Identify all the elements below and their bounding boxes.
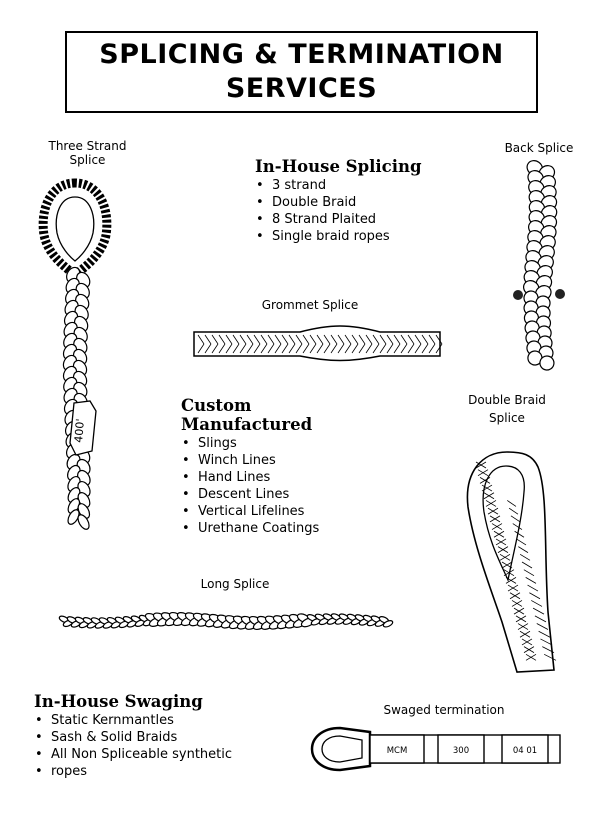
list-item: All Non Spliceable synthetic [33, 746, 273, 763]
back-splice-illustration [513, 160, 565, 371]
three-strand-tag-label: 400' [72, 418, 87, 443]
double-braid-caption-line-2: Splice [489, 411, 525, 425]
strand-end-icon [555, 289, 565, 299]
three-strand-body [62, 266, 91, 530]
list-item: Hand Lines [180, 469, 319, 486]
swage-label-1: MCM [387, 746, 408, 756]
custom-manufactured-heading: Custom Manufactured [181, 396, 312, 434]
list-item: Double Braid [254, 194, 390, 211]
list-item: Slings [180, 435, 319, 452]
custom-manufactured-list: Slings Winch Lines Hand Lines Descent Li… [180, 435, 319, 537]
custom-manufactured-heading-line-2: Manufactured [181, 415, 313, 434]
long-splice-body [58, 611, 394, 631]
long-splice-illustration [58, 611, 394, 631]
inhouse-splicing-heading: In-House Splicing [255, 157, 422, 176]
double-braid-splice-illustration [466, 451, 557, 673]
list-item: Descent Lines [180, 486, 319, 503]
back-splice-caption: Back Splice [504, 141, 574, 155]
three-strand-caption: Three Strand Splice [40, 139, 135, 167]
title-line-2: SERVICES [225, 73, 378, 104]
list-item: Single braid ropes [254, 228, 390, 245]
inhouse-splicing-list: 3 strand Double Braid 8 Strand Plaited S… [254, 177, 390, 245]
list-item: Vertical Lifelines [180, 503, 319, 520]
long-splice-caption: Long Splice [200, 577, 270, 591]
swaged-termination-caption: Swaged termination [383, 703, 505, 717]
list-item: Urethane Coatings [180, 520, 319, 537]
swage-label-3: 04 01 [513, 746, 537, 756]
grommet-weave [197, 334, 443, 354]
three-strand-caption-line-1: Three Strand [48, 139, 127, 153]
three-strand-caption-line-2: Splice [69, 153, 106, 167]
swage-label-2: 300 [453, 746, 469, 756]
list-item: Sash & Solid Braids [33, 729, 273, 746]
list-item: Static Kernmantles [33, 712, 273, 729]
double-braid-caption-line-1: Double Braid [468, 393, 546, 407]
title-line-1: SPLICING & TERMINATION [99, 39, 504, 70]
double-braid-caption: Double Braid Splice [463, 391, 551, 427]
grommet-splice-illustration [193, 325, 443, 362]
list-item: Winch Lines [180, 452, 319, 469]
double-braid-weave [475, 461, 557, 661]
inhouse-swaging-list: Static Kernmantles Sash & Solid Braids A… [33, 712, 273, 780]
three-strand-splice-illustration: 400' [38, 178, 112, 530]
strand-end-icon [513, 290, 523, 300]
custom-manufactured-heading-line-1: Custom [181, 396, 252, 415]
swaged-termination-illustration: MCM 300 04 01 [310, 726, 561, 772]
list-item: 8 Strand Plaited [254, 211, 390, 228]
inhouse-swaging-heading: In-House Swaging [34, 692, 203, 711]
list-item: 3 strand [254, 177, 390, 194]
page-title: SPLICING & TERMINATION SERVICES [65, 31, 538, 113]
grommet-splice-caption: Grommet Splice [261, 298, 359, 312]
back-splice-body [523, 160, 558, 371]
list-item-continuation: ropes [33, 763, 273, 780]
